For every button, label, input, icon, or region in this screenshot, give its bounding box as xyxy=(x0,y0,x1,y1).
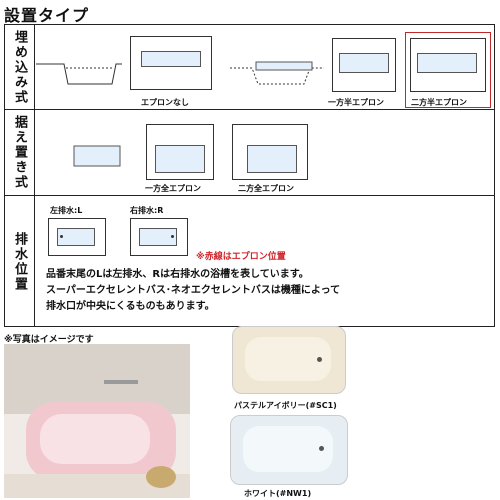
row-divider-2 xyxy=(5,195,494,196)
ivory-tub-swatch xyxy=(232,326,346,394)
drain-note: 品番末尾のLは左排水、Rは右排水の浴槽を表しています。 スーパーエクセレントバス… xyxy=(46,269,341,312)
row-divider-1 xyxy=(5,109,494,110)
two-side-full-apron-diagram xyxy=(232,124,308,180)
row-label-drain: 排水位置 xyxy=(12,231,27,292)
page-title: 設置タイプ xyxy=(4,6,90,25)
bathroom-photo xyxy=(4,344,190,498)
color-name-white: ホワイト(#NW1) xyxy=(244,489,312,498)
label-column-divider xyxy=(34,25,35,326)
label-right-drain: 右排水:R xyxy=(130,206,164,215)
right-drain-diagram xyxy=(130,218,188,256)
left-drain-diagram xyxy=(48,218,106,256)
caption-two-side-half-apron: 二方半エプロン xyxy=(411,98,467,107)
color-name-ivory: パステルアイボリー(#SC1) xyxy=(234,401,337,410)
highlight-box xyxy=(405,32,491,108)
caption-one-side-full-apron: 一方全エプロン xyxy=(145,184,201,193)
caption-two-side-full-apron: 二方全エプロン xyxy=(238,184,294,193)
one-side-half-apron-diagram xyxy=(332,38,396,92)
buried-floor-diagram-1 xyxy=(36,63,122,85)
two-side-half-apron-diagram xyxy=(410,38,486,92)
white-tub-swatch xyxy=(230,415,348,485)
buried-floor-diagram-2 xyxy=(230,61,324,85)
label-left-drain: 左排水:L xyxy=(50,206,83,215)
caption-one-side-half-apron: 一方半エプロン xyxy=(328,98,384,107)
red-line-note: ※赤線はエプロン位置 xyxy=(196,252,286,262)
one-side-full-apron-diagram xyxy=(146,124,214,180)
row-label-buried: 埋め込み式 xyxy=(12,29,27,105)
placed-floor-diagram xyxy=(73,145,121,167)
no-apron-diagram xyxy=(130,36,212,90)
row-label-placed: 据え置き式 xyxy=(12,114,27,190)
caption-no-apron: エプロンなし xyxy=(141,98,189,107)
photo-caption: ※写真はイメージです xyxy=(4,335,94,345)
